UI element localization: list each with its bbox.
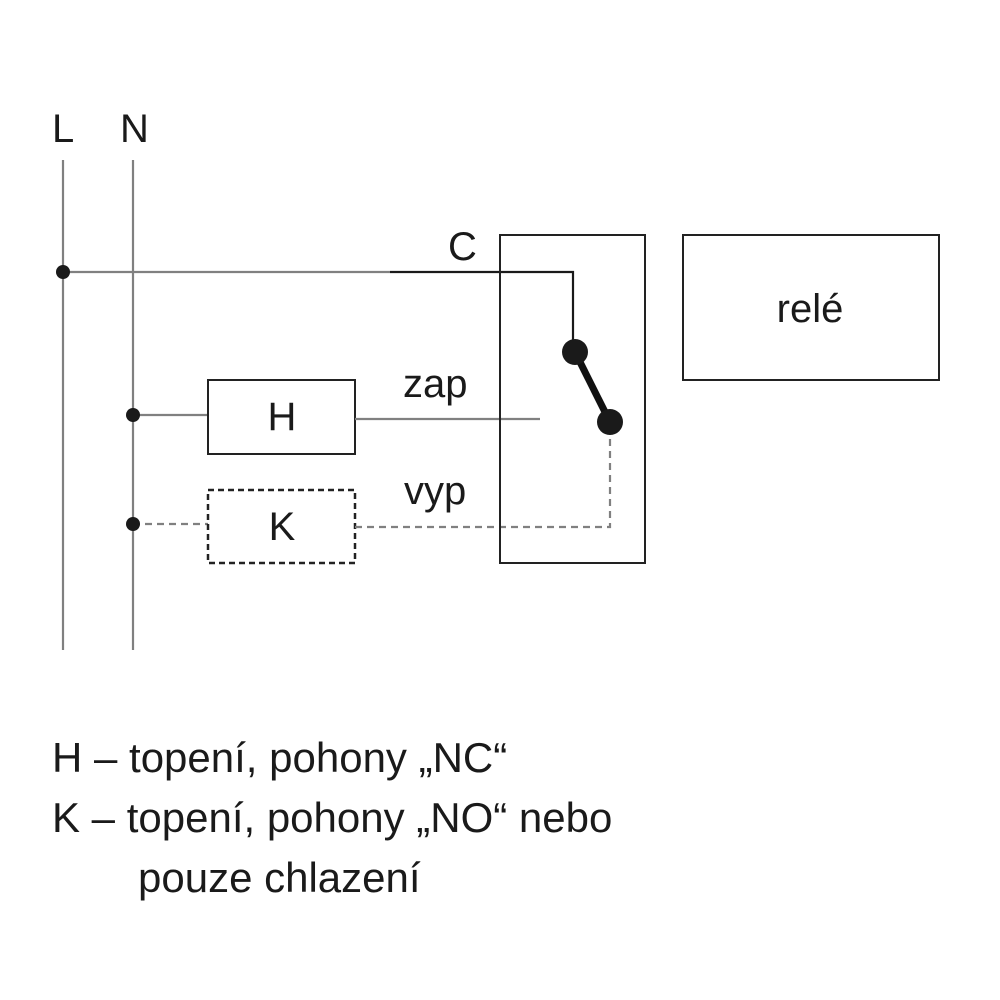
label-L: L [52, 107, 74, 151]
label-K: K [269, 505, 296, 549]
legend-line-H: H – topení, pohony „NC“ [52, 734, 508, 781]
wire-K-to-vyp [355, 430, 612, 529]
thermostat-switch-box [499, 234, 646, 564]
label-vyp: vyp [404, 469, 466, 513]
switch-contact-dot [597, 409, 623, 435]
label-rele: relé [777, 287, 844, 331]
switch-pivot-dot [562, 339, 588, 365]
legend-line-K-cont: pouze chlazení [138, 854, 421, 901]
junction-L [56, 265, 70, 279]
label-N: N [120, 107, 149, 151]
label-H: H [268, 395, 297, 439]
common-to-contact-wire [390, 270, 575, 340]
switch-contact-blade [571, 348, 614, 426]
label-C: C [448, 225, 477, 269]
label-zap: zap [403, 362, 468, 406]
load-K-box [206, 488, 357, 565]
load-H-box [207, 379, 356, 455]
legend: H – topení, pohony „NC“ K – topení, poho… [52, 728, 612, 908]
junction-N-H [126, 408, 140, 422]
relay-box [682, 234, 940, 381]
legend-line-K: K – topení, pohony „NO“ nebo [52, 794, 613, 841]
junction-N-K [126, 517, 140, 531]
